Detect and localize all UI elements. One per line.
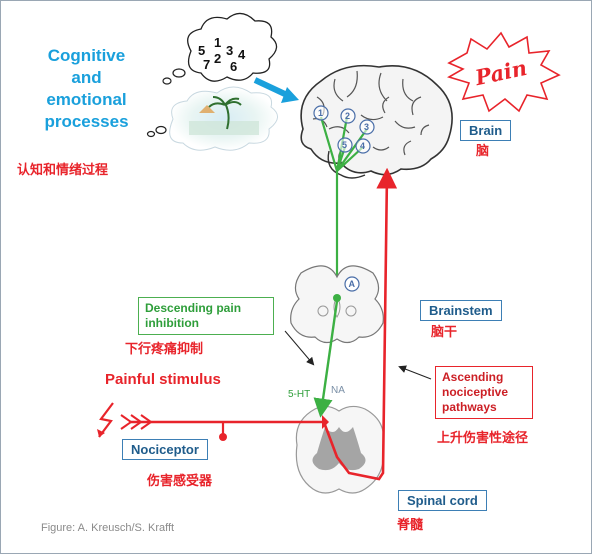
thought-number-7: 7 (203, 57, 211, 72)
brainstem-marker-a: A (349, 279, 356, 289)
ascending-pathways-box: Ascending nociceptive pathways (435, 366, 533, 419)
brainstem-green-node (333, 294, 341, 302)
brainstem-label: Brainstem (429, 303, 493, 318)
brain-region-markers: 1 2 3 4 5 (313, 105, 375, 154)
thought-number-5: 5 (198, 43, 206, 58)
descending-inhibition-box: Descending pain inhibition (138, 297, 274, 335)
brain-region-4: 4 (360, 141, 365, 151)
thought-number-3: 3 (226, 43, 234, 58)
thought-number-4: 4 (238, 47, 246, 62)
descending-inhibition-label: Descending pain inhibition (145, 301, 242, 330)
thought-number-1: 1 (214, 35, 222, 50)
figure-credit: Figure: A. Kreusch/S. Krafft (41, 522, 175, 534)
brain-icon (300, 64, 453, 179)
descending-inhibition-label-cn: 下行疼痛抑制 (125, 342, 204, 357)
ascending-pathways-label: Ascending nociceptive pathways (442, 370, 509, 414)
nociceptor-fibre (120, 414, 329, 441)
painful-stimulus-label: Painful stimulus (105, 371, 221, 388)
nociceptor-label-box: Nociceptor (122, 439, 208, 460)
brain-region-5: 5 (342, 140, 347, 150)
brain-region-1: 1 (318, 108, 323, 118)
spinal-cord-icon (295, 405, 385, 494)
thought-number-6: 6 (230, 59, 238, 74)
pain-burst-icon (446, 31, 561, 113)
thought-cloud-icon (162, 12, 278, 85)
nociceptor-label: Nociceptor (131, 442, 199, 457)
spinal-cord-label-cn: 脊髓 (397, 518, 424, 533)
noradrenaline-label: NA (331, 385, 345, 396)
spinal-cord-label-box: Spinal cord (398, 490, 487, 511)
ascending-pointer-arrow-icon (398, 365, 432, 380)
serotonin-label: 5-HT (288, 389, 311, 400)
brain-region-3: 3 (364, 122, 369, 132)
spinal-cord-label: Spinal cord (407, 493, 478, 508)
brain-label-box: Brain (460, 120, 512, 141)
lightning-icon (97, 402, 114, 438)
descending-pathway-line (313, 300, 339, 418)
beach-cloud-icon (146, 86, 278, 151)
descending-pointer-arrow-icon (284, 330, 315, 366)
ascending-pathway-line (323, 167, 398, 481)
thought-number-2: 2 (214, 51, 222, 66)
brainstem-label-cn: 脑干 (431, 325, 458, 340)
brain-region-2: 2 (345, 111, 350, 121)
cognition-arrow-icon (253, 77, 299, 103)
cognitive-processes-label-cn: 认知和情绪过程 (17, 163, 109, 178)
brain-label: Brain (469, 123, 503, 138)
nociceptor-label-cn: 伤害感受器 (147, 474, 213, 489)
cognitive-processes-label: Cognitive and emotional processes (44, 46, 129, 131)
brainstem-label-box: Brainstem (420, 300, 502, 321)
ascending-pathways-label-cn: 上升伤害性途径 (437, 431, 529, 446)
brain-label-cn: 脑 (476, 144, 490, 159)
